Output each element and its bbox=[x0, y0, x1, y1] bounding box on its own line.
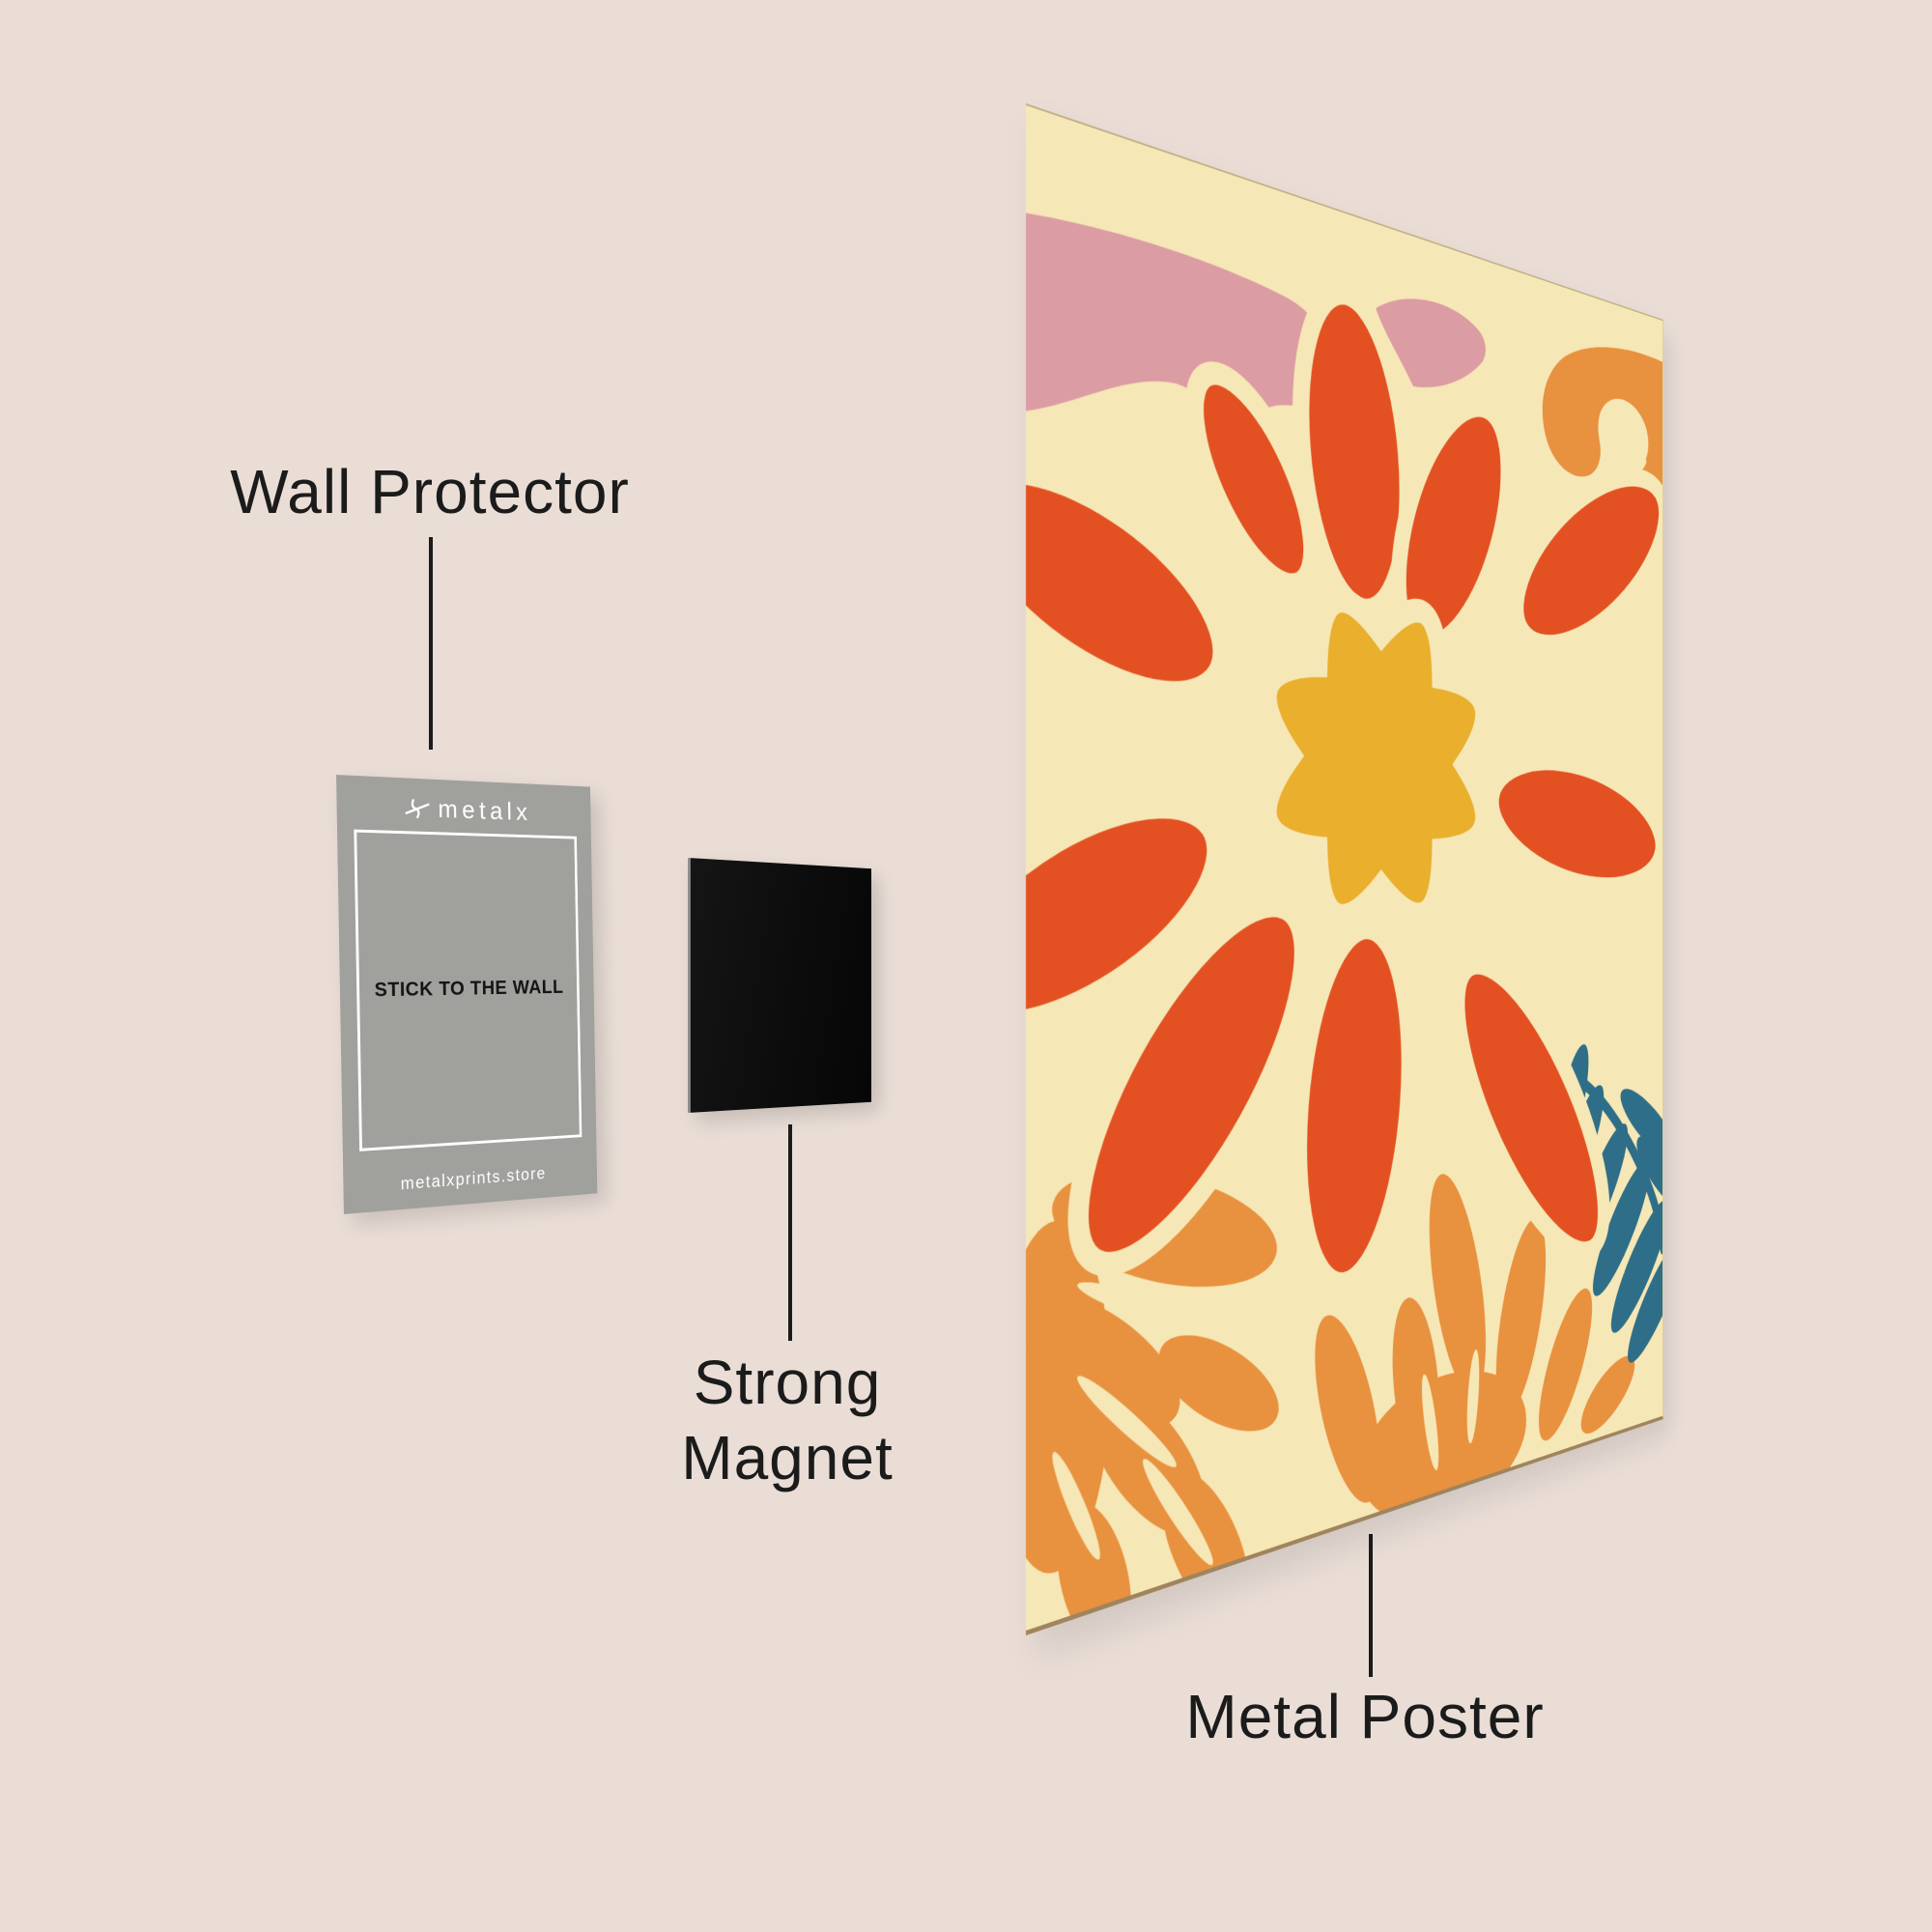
card-footer-url: metalxprints.store bbox=[400, 1163, 547, 1194]
poster-artwork bbox=[1026, 105, 1663, 1631]
magnet-connector-line bbox=[788, 1124, 792, 1341]
magnet-square bbox=[688, 858, 872, 1113]
card-brand-name: metalx bbox=[438, 794, 532, 826]
strong-magnet-label: Strong Magnet bbox=[681, 1348, 894, 1492]
metalx-logo-icon bbox=[403, 796, 430, 819]
pink-blob-large bbox=[1026, 206, 1333, 512]
metal-poster-connector-line bbox=[1369, 1534, 1373, 1677]
metal-poster-label: Metal Poster bbox=[1185, 1682, 1545, 1751]
wall-protector-label: Wall Protector bbox=[230, 457, 630, 526]
card-logo-row: metalx bbox=[336, 790, 590, 829]
wall-protector-card: metalx STICK TO THE WALL metalxprints.st… bbox=[336, 775, 598, 1214]
metal-poster bbox=[1026, 103, 1663, 1635]
pink-shapes bbox=[1026, 206, 1486, 512]
wall-protector-connector-line bbox=[429, 537, 433, 750]
